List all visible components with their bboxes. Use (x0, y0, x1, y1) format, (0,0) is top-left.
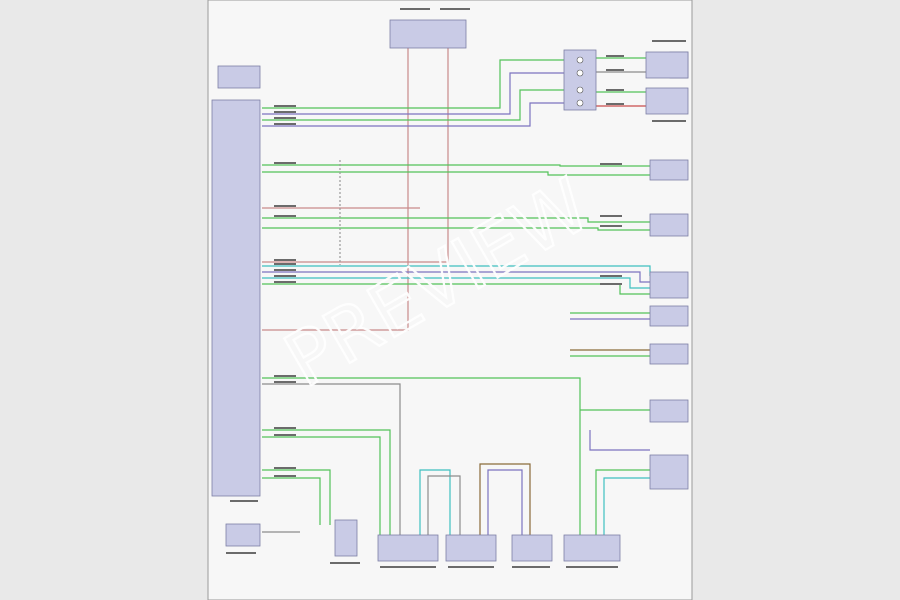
label-mark (274, 281, 296, 283)
clockspring-pin-2 (576, 69, 584, 77)
clockspring-pin-1 (576, 56, 584, 64)
wire-mid-1 (262, 164, 650, 167)
right-module-3 (649, 159, 689, 181)
label-mark (274, 105, 296, 107)
label-mark (600, 275, 622, 277)
label-mark (226, 552, 256, 554)
bottom-left-module (225, 523, 261, 547)
label-mark (380, 566, 436, 568)
clockspring-pin-3 (576, 86, 584, 94)
wire-bl-1 (262, 469, 331, 525)
right-module-5 (649, 271, 689, 299)
label-mark (606, 89, 624, 91)
wire-teal-3 (262, 277, 650, 289)
label-mark (274, 263, 296, 265)
restraint-control-module (211, 99, 261, 497)
wire-loop-3 (479, 463, 531, 535)
bottom-module-4 (511, 534, 553, 562)
label-mark (606, 55, 624, 57)
label-mark (330, 562, 360, 564)
wire-low-4 (262, 436, 381, 535)
label-mark (652, 40, 686, 42)
label-mark (274, 117, 296, 119)
wire-teal-4 (262, 283, 650, 295)
right-module-4 (649, 213, 689, 237)
label-mark (600, 163, 622, 165)
wire-rlow-2 (603, 477, 650, 535)
bottom-module-1 (334, 519, 358, 557)
right-module-8 (649, 399, 689, 423)
wire-rlow-3 (589, 430, 650, 451)
label-mark (230, 500, 258, 502)
bottom-module-3 (445, 534, 497, 562)
wire-pink-2 (262, 48, 449, 263)
label-mark (274, 111, 296, 113)
label-mark (600, 215, 622, 217)
label-mark (274, 375, 296, 377)
label-mark (274, 123, 296, 125)
wire-mid-4 (262, 217, 650, 223)
wire-loop-1 (419, 469, 451, 535)
right-module-6 (649, 305, 689, 327)
label-mark (274, 475, 296, 477)
right-module-7 (649, 343, 689, 365)
right-module-9 (649, 454, 689, 490)
wire-low-1 (262, 377, 581, 535)
wire-green-1 (262, 59, 564, 109)
label-mark (274, 269, 296, 271)
label-mark (274, 215, 296, 217)
label-mark (600, 225, 622, 227)
wire-low-2 (262, 383, 401, 535)
bottom-module-5 (563, 534, 621, 562)
label-mark (274, 434, 296, 436)
wire-green-2 (262, 72, 564, 115)
label-mark (440, 8, 470, 10)
wire-mid-2 (262, 171, 650, 176)
label-mark (400, 8, 430, 10)
label-mark (274, 162, 296, 164)
label-mark (606, 103, 624, 105)
label-mark (512, 566, 550, 568)
wire-rlow-1 (595, 469, 650, 535)
label-mark (274, 467, 296, 469)
label-mark (274, 427, 296, 429)
wire-teal-2 (262, 271, 650, 283)
label-mark (600, 283, 622, 285)
wire-loop-4 (487, 469, 523, 535)
wires (262, 48, 670, 535)
top-left-module (217, 65, 261, 89)
right-module-1-body (645, 51, 689, 79)
modules (211, 19, 689, 562)
clockspring-pin-4 (576, 99, 584, 107)
label-mark (274, 205, 296, 207)
label-mark (274, 275, 296, 277)
wire-loop-2 (427, 475, 461, 535)
wire-green-4 (262, 102, 564, 127)
wire-bl-2 (262, 477, 321, 525)
top-center-connector (389, 19, 467, 49)
label-mark (448, 566, 494, 568)
label-mark (606, 69, 624, 71)
wire-mid-5 (262, 227, 650, 231)
label-mark (652, 120, 686, 122)
fine-print (226, 8, 686, 568)
label-mark (566, 566, 618, 568)
wire-low-3 (262, 429, 391, 535)
bottom-module-2 (377, 534, 439, 562)
label-mark (274, 259, 296, 261)
wire-green-3 (262, 89, 564, 121)
right-module-2 (645, 87, 689, 115)
label-mark (274, 381, 296, 383)
wire-pink-1 (262, 48, 409, 331)
